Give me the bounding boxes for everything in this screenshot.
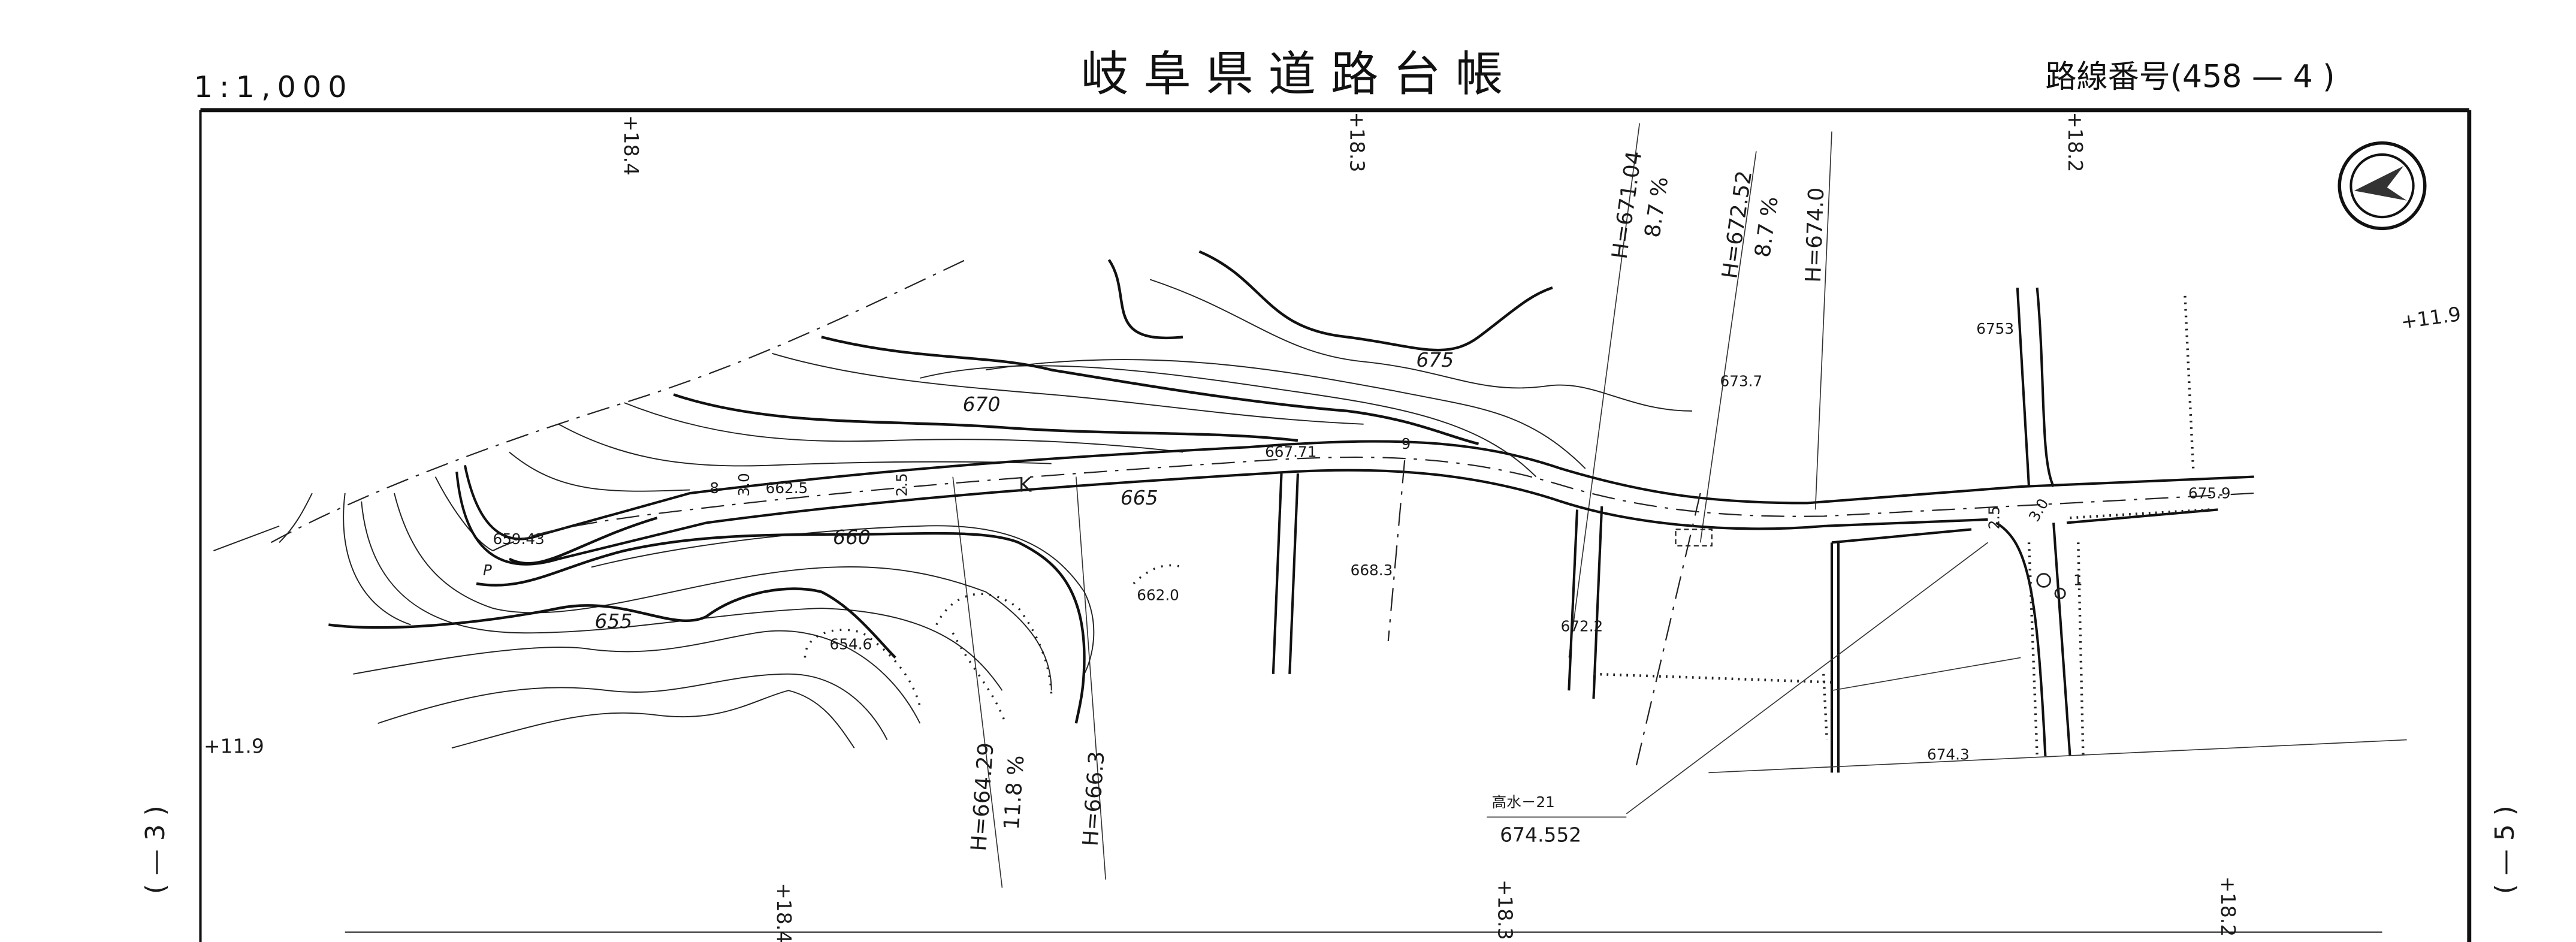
- contour-label: 675: [1416, 348, 1454, 372]
- road-dimension: 8: [709, 479, 719, 497]
- sheet-ref-right: ( — 5 ): [2490, 805, 2520, 894]
- road-dimension: 9: [1402, 435, 1411, 452]
- contour-label: 665: [1121, 486, 1158, 509]
- grid-label-left: +11.9: [204, 734, 264, 757]
- profile-height-label: H=672.52: [1717, 169, 1757, 280]
- grid-label-bottom: +18.2: [2216, 876, 2240, 937]
- profile-line: [1568, 123, 1641, 658]
- spot-height: 672.2: [1561, 617, 1603, 635]
- contour-label: 655: [594, 609, 632, 633]
- spot-height: 654.6: [830, 636, 872, 653]
- grid-label-bottom: +18.4: [772, 883, 796, 942]
- contour-lines: [213, 257, 1183, 749]
- spot-height: 667.71: [1265, 443, 1316, 461]
- profile-height-label: H=674.0: [1801, 187, 1829, 283]
- spot-height: 675.9: [2188, 484, 2231, 502]
- benchmark-elevation: 674.552: [1500, 823, 1581, 847]
- route-number: 路線番号(458 — 4 ): [2045, 59, 2335, 95]
- road-mark-p: P: [483, 561, 492, 579]
- north-arrow-icon: [2338, 141, 2427, 231]
- road: [455, 287, 2407, 818]
- grid-label-right: +11.9: [2399, 302, 2462, 334]
- spot-height: 668.3: [1351, 561, 1393, 579]
- road-mark-k: K: [1019, 473, 1032, 496]
- grid-label-bottom: +18.3: [1493, 880, 1517, 940]
- contour-label: 670: [963, 393, 1001, 416]
- spot-height: 673.7: [1720, 373, 1763, 390]
- profile-height-label: H=664.29: [967, 742, 999, 852]
- sheet-ref-left: ( — 3 ): [140, 805, 171, 894]
- page-title: 岐阜県道路台帳: [1081, 46, 1518, 102]
- spot-height: 662.0: [1137, 586, 1179, 603]
- profile-line: [1075, 476, 1106, 880]
- spot-height: 674.3: [1927, 745, 1970, 763]
- grid-label-top: +18.3: [1346, 112, 1369, 173]
- road-dimension: 3.0: [735, 473, 753, 496]
- profile-line: [952, 476, 1003, 888]
- triangulation-mark: 1: [2073, 572, 2083, 589]
- road-dimension: 3.0: [2025, 496, 2052, 525]
- profile-grade-label: 11.8 %: [999, 754, 1029, 831]
- road-dimension: 2.5: [1986, 506, 2003, 529]
- road-dimension: 2.5: [893, 473, 910, 496]
- spot-height: 659.43: [493, 530, 545, 548]
- contour-label: 660: [833, 526, 871, 549]
- benchmark-name: 高水－21: [1491, 793, 1554, 811]
- spot-height: 662.5: [766, 479, 808, 497]
- grid-label-top: +18.2: [2064, 112, 2087, 173]
- profile-line: [1699, 151, 1757, 543]
- scale-label: 1:1,000: [194, 70, 354, 104]
- grid-label-top: +18.4: [620, 115, 643, 176]
- profile-grade-label: 8.7 %: [1750, 195, 1783, 259]
- profile-height-label: H=666.3: [1079, 750, 1110, 847]
- spot-height: 6753: [1976, 320, 2014, 337]
- profile-grade-label: 8.7 %: [1640, 175, 1673, 239]
- contour-lines: [434, 250, 1692, 551]
- profile-line: [1814, 131, 1832, 510]
- profile-height-label: H=671.04: [1608, 149, 1647, 260]
